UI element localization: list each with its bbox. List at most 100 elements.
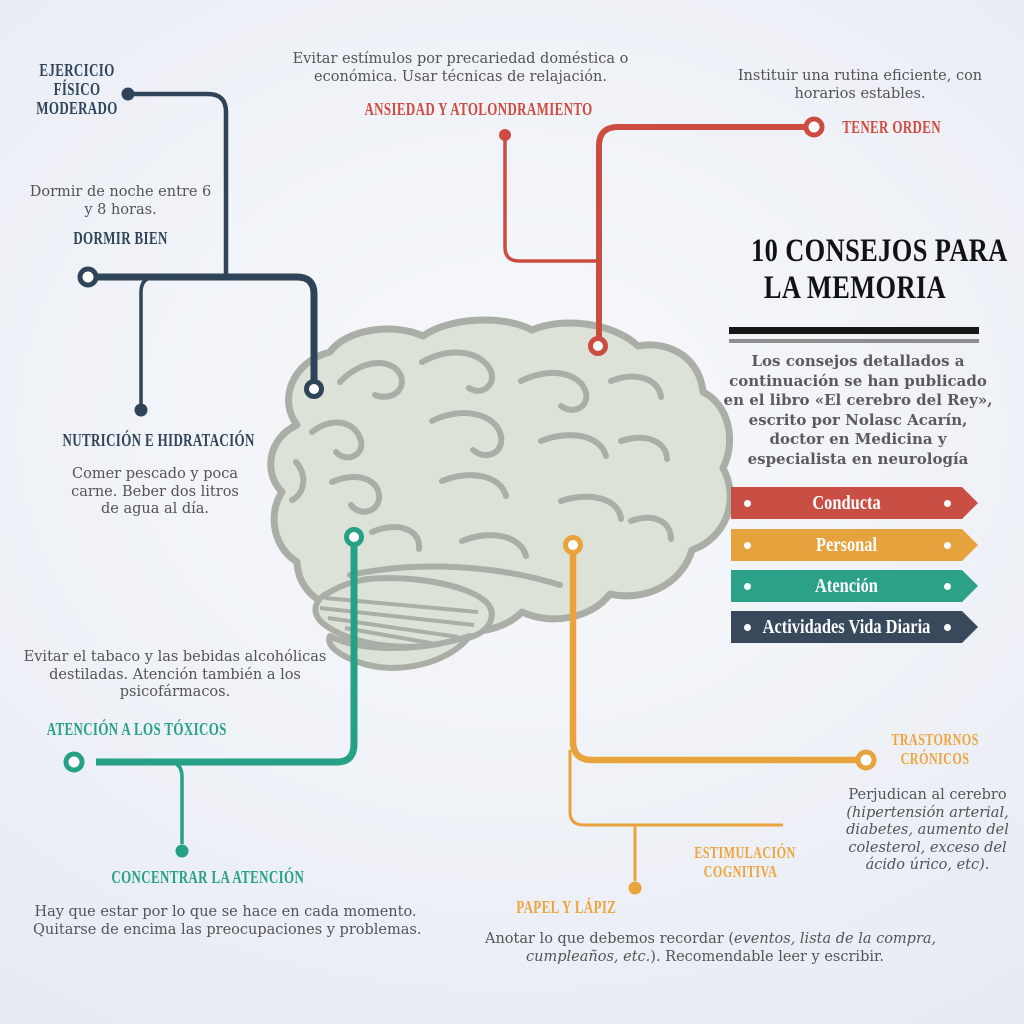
body-line: Dormir de noche entre 6 — [29, 184, 212, 200]
connector-trastornos-main — [569, 553, 857, 764]
heading-line: EJERCICIO — [39, 60, 115, 80]
ribbon-dot — [744, 624, 751, 631]
body-line-italic: colesterol, exceso del — [848, 839, 1007, 856]
legend-label: Atención — [815, 575, 878, 597]
body-papel-lapiz: Anotar lo que debemos recordar (eventos,… — [485, 931, 936, 967]
intro-line: en el libro «El cerebro del Rey», — [723, 391, 993, 410]
heading-atencion-toxicos: ATENCIÓN A LOS TÓXICOS — [46, 719, 227, 739]
body-segment-italic: cumpleaños, etc. — [526, 948, 651, 965]
connector-ansiedad — [503, 140, 596, 263]
brain-stem — [326, 633, 473, 671]
body-line: económica. Usar técnicas de relajación. — [314, 68, 607, 85]
heading-ansiedad-atolondramiento: ANSIEDAD Y ATOLONDRAMIENTO — [364, 99, 593, 119]
heading-tener-orden: TENER ORDEN — [842, 117, 941, 137]
body-nutricion-hidratacion: Comer pescado y poca carne. Beber dos li… — [50, 466, 260, 519]
body-line: Instituir una rutina eficiente, con — [737, 68, 983, 84]
legend-label: Conducta — [812, 492, 881, 514]
dot-concentrar — [175, 844, 189, 858]
body-line: destiladas. Atención también a los — [49, 666, 301, 683]
heading-line: MODERADO — [36, 98, 118, 118]
ring-brain-teal — [344, 527, 364, 547]
title-line: LA MEMORIA — [763, 270, 947, 306]
body-line-italic: (hipertensión arterial, — [846, 804, 1009, 821]
title-line: 10 CONSEJOS PARA — [751, 233, 1008, 269]
body-segment-italic: eventos, lista de la compra, — [734, 931, 937, 947]
ribbon-dot — [944, 624, 951, 631]
heading-line: CRÓNICOS — [900, 749, 970, 768]
connector-estimulacion — [568, 750, 783, 827]
body-line: Quitarse de encima las preocupaciones y … — [33, 921, 422, 938]
title-divider-gray — [729, 339, 979, 343]
ring-brain-orange — [563, 535, 583, 555]
body-line: horarios estables. — [794, 85, 926, 102]
connector-nutricion — [139, 275, 157, 404]
intro-line: continuación se han publicado — [729, 371, 987, 390]
body-line: Evitar estímulos por precariedad domésti… — [292, 51, 629, 67]
heading-nutricion-hidratacion: NUTRICIÓN E HIDRATACIÓN — [62, 430, 255, 450]
legend-ribbon-actividades: Actividades Vida Diaria — [731, 611, 978, 643]
intro-line: escrito por Nolasc Acarín, — [748, 410, 968, 429]
page-title: 10 CONSEJOS PARA LA MEMORIA — [751, 233, 1008, 307]
legend-ribbon-conducta: Conducta — [731, 487, 978, 519]
connector-ejercicio — [128, 91, 229, 277]
body-line: psicofármacos. — [119, 684, 231, 701]
intro-line: Los consejos detallados a — [751, 352, 965, 370]
dot-ansiedad — [499, 129, 511, 141]
heading-trastornos-cronicos: TRASTORNOS CRÓNICOS — [890, 730, 980, 768]
ring-dormir — [77, 266, 99, 288]
connector-toxicos-main — [96, 545, 358, 766]
dot-papel — [628, 881, 642, 895]
heading-ejercicio-fisico-moderado: EJERCICIO FÍSICO MODERADO — [36, 61, 117, 118]
dot-nutricion — [134, 403, 148, 417]
legend-ribbon-atencion: Atención — [731, 570, 978, 602]
ring-brain-red — [588, 336, 608, 356]
ribbon-dot — [744, 542, 751, 549]
body-segment: Anotar lo que debemos recordar ( — [485, 931, 735, 947]
body-line: cumpleaños, etc.). Recomendable leer y e… — [485, 949, 925, 967]
ribbon-dot — [944, 500, 951, 507]
body-line: Evitar el tabaco y las bebidas alcohólic… — [23, 649, 327, 665]
body-line: Perjudican al cerebro — [848, 787, 1007, 803]
body-tener-orden: Instituir una rutina eficiente, con hora… — [730, 68, 990, 103]
heading-line: ESTIMULACIÓN — [694, 843, 796, 862]
heading-estimulacion-cognitiva: ESTIMULACIÓN COGNITIVA — [694, 843, 796, 881]
body-segment: ). Recomendable leer y escribir. — [650, 948, 884, 965]
body-line-italic: ácido úrico, etc). — [865, 857, 990, 874]
heading-dormir-bien: DORMIR BIEN — [73, 228, 168, 248]
body-line: Hay que estar por lo que se hace en cada… — [34, 904, 417, 920]
dot-ejercicio — [121, 87, 135, 101]
ribbon-dot — [944, 542, 951, 549]
ring-toxicos — [63, 751, 85, 773]
heading-line: FÍSICO — [53, 79, 101, 99]
ring-trastornos — [855, 749, 877, 771]
brain-cerebellum — [312, 575, 495, 671]
body-line-italic: diabetes, aumento del — [846, 822, 1009, 839]
legend-label: Personal — [815, 534, 878, 556]
ribbon-dot — [744, 500, 751, 507]
ribbon-dot — [944, 583, 951, 590]
heading-line: COGNITIVA — [703, 862, 778, 881]
body-line: Anotar lo que debemos recordar (eventos,… — [485, 931, 936, 949]
legend-label: Actividades Vida Diaria — [762, 616, 931, 638]
connector-tener-orden-main — [596, 124, 806, 338]
legend-ribbon-personal: Personal — [731, 529, 978, 561]
heading-papel-lapiz: PAPEL Y LÁPIZ — [516, 897, 617, 917]
title-divider-black — [729, 327, 979, 334]
heading-line: TRASTORNOS — [891, 730, 979, 749]
ribbon-dot — [744, 583, 751, 590]
brain-illustration — [267, 316, 734, 671]
body-toxicos: Evitar el tabaco y las bebidas alcohólic… — [15, 649, 335, 702]
body-concentrar-atencion: Hay que estar por lo que se hace en cada… — [33, 904, 422, 939]
endpoint-markers — [63, 87, 877, 895]
body-line: Comer pescado y poca — [72, 466, 238, 482]
body-line: de agua al día. — [100, 501, 210, 518]
intro-paragraph: Los consejos detallados a continuación s… — [708, 352, 1008, 470]
body-trastornos-cronicos: Perjudican al cerebro (hipertensión arte… — [835, 787, 1020, 875]
heading-concentrar-atencion: CONCENTRAR LA ATENCIÓN — [111, 867, 305, 887]
ring-brain-navy — [304, 379, 324, 399]
body-line: y 8 horas. — [84, 201, 157, 218]
brain-gyri — [289, 349, 674, 588]
connector-concentrar — [167, 760, 184, 844]
